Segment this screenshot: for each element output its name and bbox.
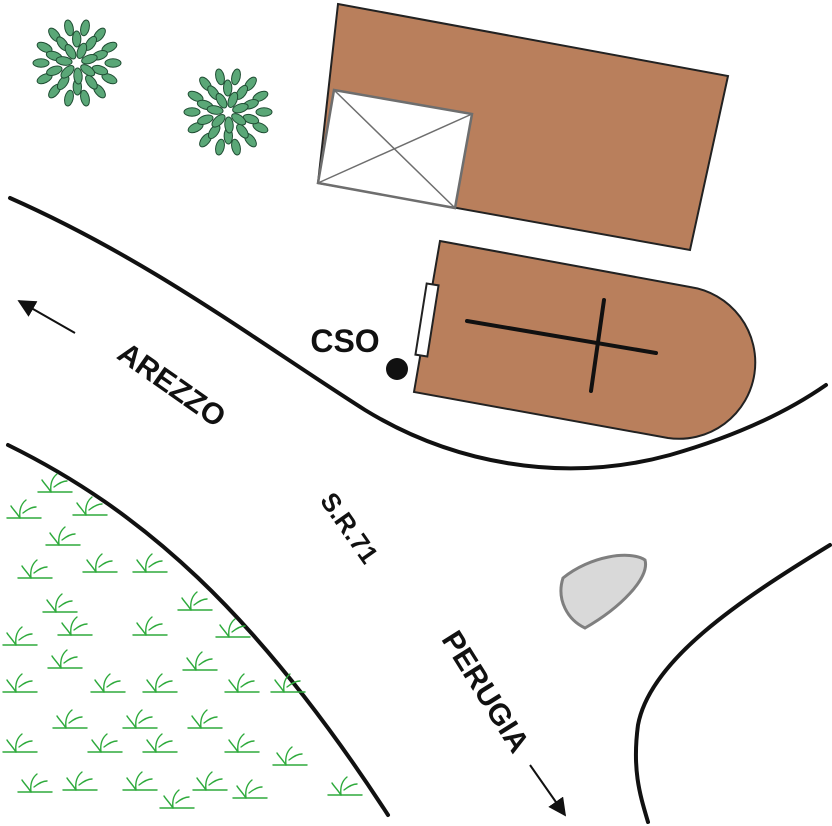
trees bbox=[32, 19, 273, 156]
grass-tuft-icon bbox=[122, 771, 158, 791]
grass-tuft-icon bbox=[47, 649, 83, 669]
grass-tuft-icon bbox=[270, 673, 306, 693]
station-label: CSO bbox=[310, 323, 379, 359]
shed-xbox bbox=[316, 88, 474, 210]
grass-tuft-icon bbox=[132, 553, 168, 573]
grass-tuft-icon bbox=[2, 733, 38, 753]
grass-tuft-icon bbox=[87, 733, 123, 753]
grass-tuft-icon bbox=[17, 559, 53, 579]
grass-tuft-icon bbox=[57, 616, 93, 636]
grass-tuft-icon bbox=[232, 779, 268, 799]
grass-tuft-icon bbox=[52, 709, 88, 729]
grass-tuft-icon bbox=[2, 626, 38, 646]
road-edge-southeast bbox=[633, 543, 832, 824]
grass-tuft-icon bbox=[224, 733, 260, 753]
direction-arrow-icon-south bbox=[529, 764, 567, 817]
grass-tuft-icon bbox=[224, 673, 260, 693]
grass-tuft-icon bbox=[72, 496, 108, 516]
grass-tuft-icon bbox=[182, 651, 218, 671]
road-lines bbox=[6, 196, 832, 824]
road-number-label: S.R.71 bbox=[314, 487, 384, 569]
grass-tuft-icon bbox=[42, 593, 78, 613]
rock bbox=[559, 553, 648, 630]
tree-icon bbox=[183, 68, 273, 156]
grass-tuft-icon bbox=[192, 771, 228, 791]
station-marker-icon bbox=[386, 358, 408, 380]
church-building bbox=[412, 239, 757, 440]
grass-tuft-icon bbox=[159, 789, 195, 809]
tree-icon bbox=[32, 19, 122, 107]
perugia-label: PERUGIA bbox=[435, 625, 535, 758]
grass-tuft-icon bbox=[6, 499, 42, 519]
road-edge-southwest bbox=[6, 443, 390, 817]
grass-tuft-icon bbox=[62, 771, 98, 791]
grass-tuft-icon bbox=[327, 776, 363, 796]
grass-tuft-icon bbox=[2, 673, 38, 693]
church-entrance bbox=[414, 282, 440, 358]
building-upper bbox=[316, 2, 730, 252]
grass-tuft-icon bbox=[142, 673, 178, 693]
arezzo-label: AREZZO bbox=[111, 336, 231, 434]
grass-tuft-icon bbox=[187, 709, 223, 729]
grass-tuft-icon bbox=[45, 526, 81, 546]
grass-tuft-icon bbox=[272, 746, 308, 766]
direction-arrow-icon-west bbox=[17, 300, 76, 334]
road-edge-north bbox=[8, 196, 828, 471]
grass-tuft-icon bbox=[82, 553, 118, 573]
grass-tuft-icon bbox=[90, 673, 126, 693]
grass-tuft-icon bbox=[17, 773, 53, 793]
grass-tuft-icon bbox=[132, 616, 168, 636]
grass-tuft-icon bbox=[215, 618, 251, 638]
grass-tuft-icon bbox=[142, 733, 178, 753]
grass-tuft-icon bbox=[37, 473, 73, 493]
grass-tuft-icon bbox=[122, 709, 158, 729]
cross-icon bbox=[465, 298, 658, 393]
grass-field bbox=[2, 473, 363, 809]
grass-tuft-icon bbox=[177, 591, 213, 611]
